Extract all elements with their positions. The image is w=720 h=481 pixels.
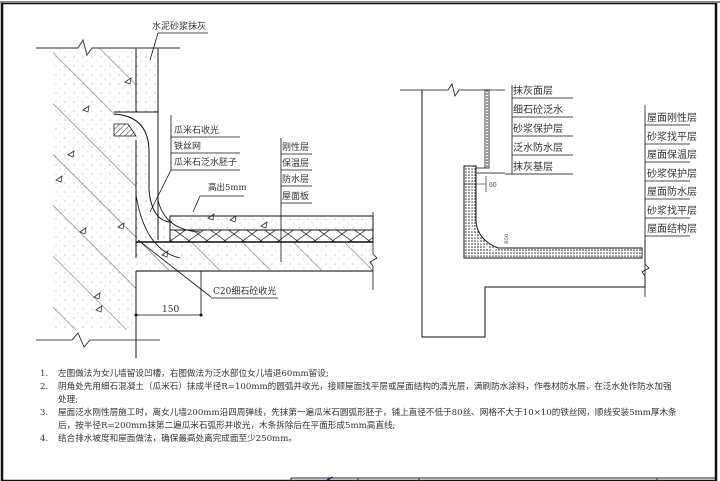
note-text: 阴角处先用细石混凝土（瓜米石）抹成半径R=100mm的圆弧并收光，接顺屋面找平层… <box>58 382 672 405</box>
note-text: 屋面泛水刚性层施工时，离女儿墙200mm沿四周弹线，先抹第一遍瓜米石圆弧形胚子，… <box>58 408 677 431</box>
label-cement-plaster: 水泥砂浆抹灰 <box>152 20 206 32</box>
roof-layer-leveling-2: 砂浆找平层 <box>647 204 697 217</box>
rigid-layer <box>169 215 374 231</box>
roof-layer-waterproof: 屋面防水层 <box>647 185 697 198</box>
flashing-layers <box>463 165 643 259</box>
callout-wire-mesh: 铁丝网 <box>174 140 201 152</box>
roof-layer-insulation: 屋面保温层 <box>647 148 697 161</box>
wall-layer-concrete-flashing: 细石砼泛水 <box>513 103 563 116</box>
note-text: 结合排水坡度和屋面做法，确保最高处离完成面至少250mm。 <box>58 434 297 444</box>
note-number: 3. <box>40 408 49 418</box>
roof-layer-mortar-protect: 砂浆保护层 <box>647 167 697 180</box>
right-detail: 60 R50 抹灰面层 细石砼泛水 砂浆保护层 泛水防水层 抹灰基层 屋面刚性层… <box>400 83 697 338</box>
note-text: 左图做法为女儿墙留设凹槽，右图做法为泛水部位女儿墙退60mm留设; <box>58 369 329 379</box>
left-detail: 150 水泥砂浆抹灰 瓜米石收光 铁丝网 瓜米石泛水胚子 高出5mm 刚性层 保… <box>36 20 378 358</box>
roof-layer-structure: 屋面结构层 <box>647 222 697 235</box>
roof-layer-rigid: 屋面刚性层 <box>647 111 697 124</box>
note-item: 3. 屋面泛水刚性层施工时，离女儿墙200mm沿四周弹线，先抹第一遍瓜米石圆弧形胚… <box>40 407 680 433</box>
cove-fill <box>114 114 172 258</box>
note-item: 2. 阴角处先用细石混凝土（瓜米石）抹成半径R=100mm的圆弧并收光，接顺屋面找… <box>40 381 680 407</box>
insulation-layer <box>169 229 374 243</box>
layer-rigid: 刚性层 <box>282 141 309 153</box>
dimension-60: 60 <box>489 182 497 189</box>
note-item: 4. 结合排水坡度和屋面做法，确保最高处离完成面至少250mm。 <box>40 433 680 446</box>
wall-layer-finish: 抹灰面层 <box>513 84 553 97</box>
layer-roof-slab: 屋面板 <box>282 190 309 202</box>
label-c20-concrete: C20细石砼收光 <box>213 285 276 297</box>
construction-notes: 1. 左图做法为女儿墙留设凹槽，右图做法为泛水部位女儿墙退60mm留设; 2. 阴角… <box>40 368 680 446</box>
parapet-outline <box>421 90 645 338</box>
roof-layer-lines <box>645 124 690 237</box>
label-height-5mm: 高出5mm <box>208 182 247 193</box>
wall-layer-flashing-waterproof: 泛水防水层 <box>513 141 563 154</box>
note-number: 2. <box>40 382 49 392</box>
note-number: 4. <box>40 434 49 444</box>
wall-layer-base-plaster: 抹灰基层 <box>513 160 553 173</box>
wall-layer-mortar-protect: 砂浆保护层 <box>513 122 563 135</box>
callout-gravel-finish: 瓜米石收光 <box>174 124 219 136</box>
plaster-layer <box>135 47 159 113</box>
note-number: 1. <box>40 369 49 379</box>
roof-layer-leveling-1: 砂浆找平层 <box>647 130 697 143</box>
layer-waterproof: 防水层 <box>282 173 309 185</box>
callout-gravel-flashing: 瓜米石泛水胚子 <box>174 156 237 168</box>
radius-note: R50 <box>504 234 510 244</box>
note-item: 1. 左图做法为女儿墙留设凹槽，右图做法为泛水部位女儿墙退60mm留设; <box>40 368 680 381</box>
layer-insulation: 保温层 <box>282 157 309 169</box>
title-block-logo-icon <box>326 476 334 481</box>
dimension-150: 150 <box>162 305 179 315</box>
